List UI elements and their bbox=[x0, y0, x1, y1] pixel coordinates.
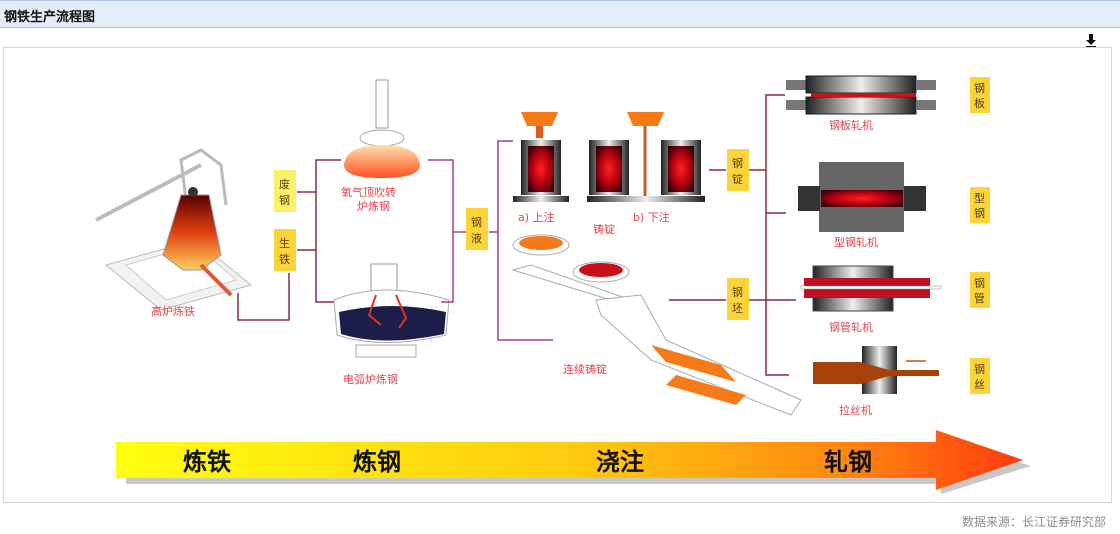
continuous-casting-illustration bbox=[511, 234, 802, 416]
stage-steelmaking: 炼钢 bbox=[353, 447, 401, 476]
download-button[interactable] bbox=[1083, 32, 1099, 48]
page-title: 钢铁生产流程图 bbox=[4, 10, 96, 25]
wire-drawer-illustration bbox=[813, 346, 939, 394]
box-molten-steel: 钢 液 bbox=[466, 208, 488, 250]
label-ingot-casting: 铸锭 bbox=[593, 222, 615, 236]
label-oxygen-converter-2: 炉炼钢 bbox=[357, 199, 390, 213]
stage-arrow bbox=[116, 430, 1031, 494]
plate-mill-illustration bbox=[786, 75, 936, 115]
label-blast-furnace: 高炉炼铁 bbox=[151, 304, 195, 318]
label-continuous-casting: 连续铸锭 bbox=[563, 362, 607, 376]
box-pig-iron: 生 铁 bbox=[274, 229, 296, 271]
svg-text:钢: 钢 bbox=[974, 277, 985, 290]
connectors-rolling bbox=[669, 94, 796, 376]
label-plate-mill: 钢板轧机 bbox=[829, 118, 873, 132]
svg-text:板: 板 bbox=[974, 96, 985, 110]
svg-text:钢: 钢 bbox=[732, 157, 743, 170]
svg-text:液: 液 bbox=[471, 231, 482, 245]
source-note: 数据来源：长江证券研究部 bbox=[961, 515, 1106, 529]
label-bottom-pour: b) 下注 bbox=[633, 210, 670, 224]
label-tube-mill: 钢管轧机 bbox=[829, 320, 873, 334]
svg-text:管: 管 bbox=[974, 291, 985, 305]
label-top-pour: a) 上注 bbox=[518, 210, 555, 224]
svg-text:钢: 钢 bbox=[732, 286, 743, 299]
ingot-molds-illustration bbox=[513, 112, 705, 202]
svg-text:型: 型 bbox=[974, 191, 985, 205]
svg-text:生: 生 bbox=[279, 236, 290, 250]
title-bar: 钢铁生产流程图 bbox=[0, 0, 1120, 28]
svg-text:坯: 坯 bbox=[732, 302, 743, 315]
box-ingot: 钢 锭 bbox=[727, 149, 749, 191]
svg-text:钢: 钢 bbox=[974, 363, 985, 376]
box-billet: 钢 坯 bbox=[727, 278, 749, 320]
box-tube: 钢 管 bbox=[970, 272, 990, 308]
svg-text:铁: 铁 bbox=[279, 253, 290, 266]
box-scrap-steel: 废 钢 bbox=[274, 170, 296, 212]
svg-text:丝: 丝 bbox=[974, 378, 985, 391]
stage-rolling: 轧钢 bbox=[824, 447, 872, 476]
connectors-steel bbox=[428, 140, 553, 341]
svg-text:钢: 钢 bbox=[471, 216, 482, 229]
svg-text:锭: 锭 bbox=[732, 172, 743, 186]
label-section-mill: 型钢轧机 bbox=[834, 235, 878, 249]
oxygen-converter-illustration bbox=[344, 79, 420, 178]
label-electric-arc: 电弧炉炼钢 bbox=[343, 372, 398, 386]
stage-casting: 浇注 bbox=[596, 447, 644, 476]
label-oxygen-converter-1: 氧气顶吹转 bbox=[341, 185, 396, 199]
stage-ironmaking: 炼铁 bbox=[183, 447, 231, 476]
box-plate: 钢 板 bbox=[970, 77, 990, 113]
box-section: 型 钢 bbox=[970, 187, 990, 223]
tube-mill-illustration bbox=[800, 265, 942, 312]
svg-text:钢: 钢 bbox=[279, 194, 290, 207]
electric-arc-furnace-illustration bbox=[333, 263, 450, 358]
steel-process-diagram: 高炉炼铁 废 钢 生 铁 氧气顶吹转 炉炼钢 电弧炉炼钢 bbox=[95, 75, 1031, 494]
diagram-frame: 高炉炼铁 废 钢 生 铁 氧气顶吹转 炉炼钢 电弧炉炼钢 bbox=[3, 47, 1112, 503]
box-wire: 钢 丝 bbox=[970, 358, 990, 394]
svg-text:钢: 钢 bbox=[974, 82, 985, 95]
section-mill-illustration bbox=[798, 162, 926, 232]
svg-text:废: 废 bbox=[279, 177, 290, 191]
download-icon bbox=[1086, 34, 1096, 48]
connectors-iron bbox=[237, 159, 341, 321]
label-wire-drawer: 拉丝机 bbox=[839, 403, 872, 417]
blast-furnace-illustration bbox=[95, 148, 253, 311]
svg-text:钢: 钢 bbox=[974, 207, 985, 220]
